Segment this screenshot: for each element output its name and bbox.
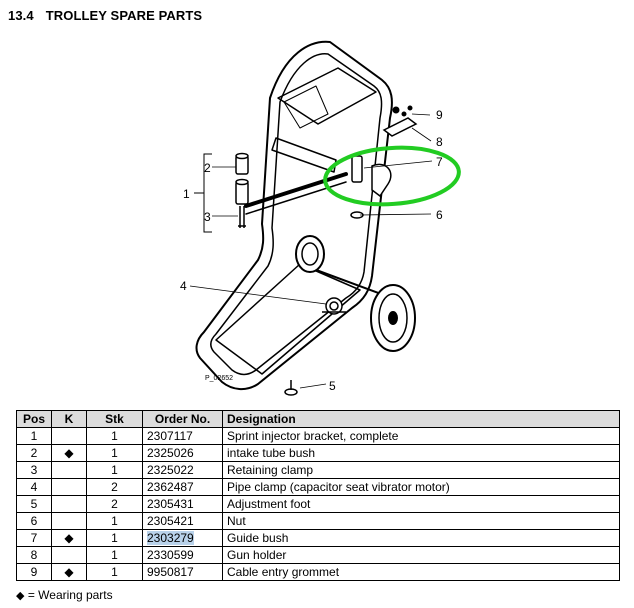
part-3-clamp [238,206,246,228]
table-row: 1 1 2307117 Sprint injector bracket, com… [16,427,620,445]
injector-bracket-arm [244,172,348,208]
cell-k [51,546,87,564]
cell-stk: 1 [86,444,143,462]
cell-stk: 2 [86,495,143,513]
front-wheel [295,235,325,273]
table-row: 7 ◆ 1 2303279 Guide bush [16,529,620,547]
cell-pos: 8 [16,546,52,564]
legend: ◆ = Wearing parts [16,588,113,602]
col-order-header: Order No. [142,410,223,428]
nameplate-bar [271,137,337,173]
part-5-adjustment-foot [284,380,298,396]
cell-designation: intake tube bush [222,444,620,462]
leader-lines [189,113,433,389]
section-heading: 13.4 TROLLEY SPARE PARTS [8,8,202,23]
cell-k [51,512,87,530]
part-4-pipe-clamp [322,297,346,315]
cell-designation: Pipe clamp (capacitor seat vibrator moto… [222,478,620,496]
table-row: 6 1 2305421 Nut [16,512,620,530]
part-1-group-bracket [194,153,212,233]
trolley-frame-inner [210,53,383,376]
part-1-tube [235,178,249,205]
cell-order: 2307117 [142,427,223,445]
cell-stk: 1 [86,512,143,530]
callout-8: 8 [436,135,443,149]
cell-stk: 2 [86,478,143,496]
callout-9: 9 [436,108,443,122]
cell-pos: 1 [16,427,52,445]
table-row: 8 1 2330599 Gun holder [16,546,620,564]
trolley-exploded-drawing: 1 2 3 4 5 6 7 8 9 P_02652 [0,28,634,404]
cell-pos: 3 [16,461,52,479]
part-2-bush [235,152,249,175]
table-row: 2 ◆ 1 2325026 intake tube bush [16,444,620,462]
cell-k [51,427,87,445]
table-row: 3 1 2325022 Retaining clamp [16,461,620,479]
callout-6: 6 [436,208,443,222]
cell-designation: Cable entry grommet [222,563,620,581]
cell-designation: Adjustment foot [222,495,620,513]
col-designation-header: Designation [222,410,620,428]
cell-stk: 1 [86,529,143,547]
cell-order: 2325022 [142,461,223,479]
selected-order-number[interactable]: 2303279 [147,531,194,545]
cell-order[interactable]: 2303279 [142,529,223,547]
part-8-gun-holder [382,117,418,137]
section-number: 13.4 [8,8,34,23]
cell-order: 2362487 [142,478,223,496]
wearing-part-symbol: ◆ [16,590,25,602]
cell-k: ◆ [51,529,87,547]
drawing-code: P_02652 [205,375,233,382]
table-row: 4 2 2362487 Pipe clamp (capacitor seat v… [16,478,620,496]
cell-k [51,461,87,479]
table-row: 9 ◆ 1 9950817 Cable entry grommet [16,563,620,581]
callout-5: 5 [329,379,336,393]
trolley-frame-outer [195,40,393,390]
cell-order: 2325026 [142,444,223,462]
cell-pos: 6 [16,512,52,530]
hopper [277,67,377,125]
section-title: TROLLEY SPARE PARTS [45,8,203,23]
cell-order: 2305421 [142,512,223,530]
callout-7: 7 [436,155,443,169]
platform-tray [215,263,361,375]
cell-designation: Nut [222,512,620,530]
legend-text: = Wearing parts [27,588,113,602]
table-row: 5 2 2305431 Adjustment foot [16,495,620,513]
callout-4: 4 [180,279,187,293]
cell-pos: 9 [16,563,52,581]
cell-designation: Guide bush [222,529,620,547]
cell-pos: 5 [16,495,52,513]
cell-order: 9950817 [142,563,223,581]
callout-2: 2 [204,161,211,175]
cell-order: 2330599 [142,546,223,564]
cell-pos: 4 [16,478,52,496]
cell-stk: 1 [86,563,143,581]
cell-designation: Retaining clamp [222,461,620,479]
callout-3: 3 [204,210,211,224]
cell-pos: 2 [16,444,52,462]
cell-pos: 7 [16,529,52,547]
rear-wheel [370,284,416,352]
part-7-highlight-ellipse [323,145,461,207]
col-pos-header: Pos [16,410,52,428]
table-header-row: Pos K Stk Order No. Designation [16,410,620,428]
cell-k [51,495,87,513]
spare-parts-table: Pos K Stk Order No. Designation 1 1 2307… [16,410,620,581]
cell-k [51,478,87,496]
col-stk-header: Stk [86,410,143,428]
cell-stk: 1 [86,461,143,479]
cell-designation: Gun holder [222,546,620,564]
col-k-header: K [51,410,87,428]
cell-k: ◆ [51,563,87,581]
part-9-grommet [392,105,413,117]
cell-designation: Sprint injector bracket, complete [222,427,620,445]
cell-stk: 1 [86,427,143,445]
cell-order: 2305431 [142,495,223,513]
cell-stk: 1 [86,546,143,564]
cell-k: ◆ [51,444,87,462]
callout-1: 1 [183,187,190,201]
